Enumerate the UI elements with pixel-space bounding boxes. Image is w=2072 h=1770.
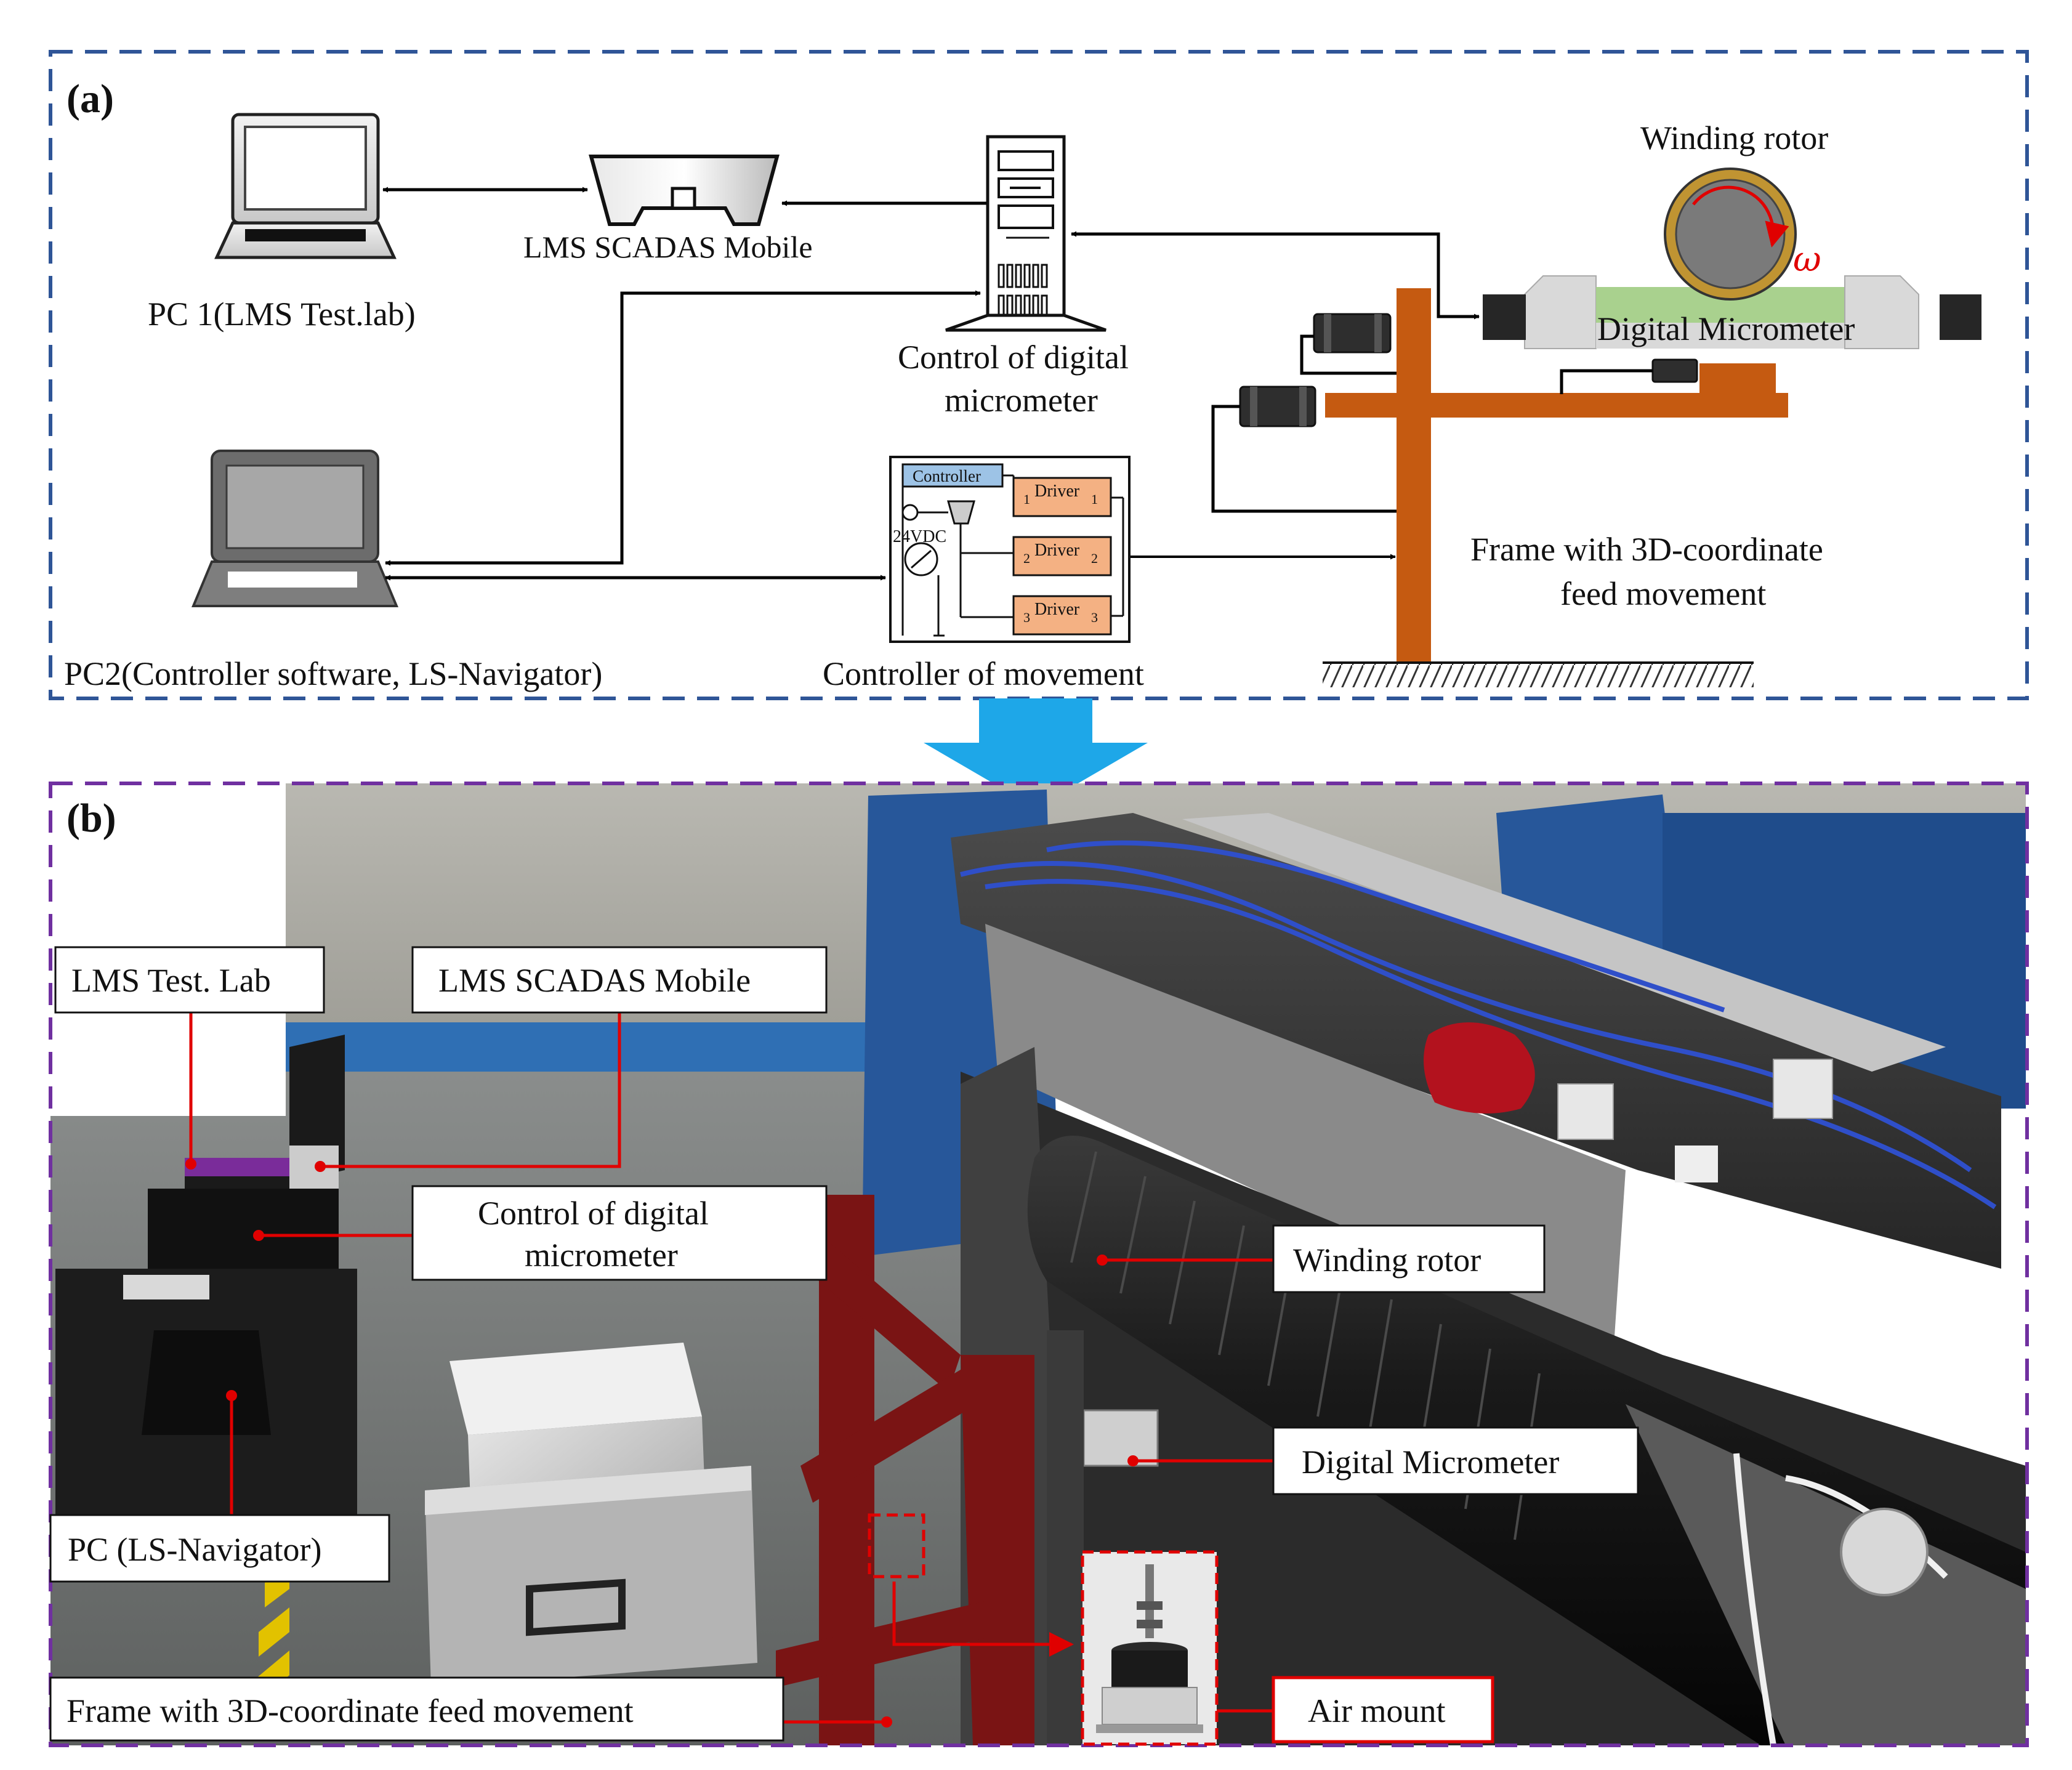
- callout-pc-ls-navigator: PC (LS-Navigator): [49, 1514, 390, 1583]
- digital-micrometer-label: Digital Micrometer: [1597, 310, 1855, 347]
- driver-1-name: Driver: [1034, 482, 1080, 501]
- sensor-1: [1313, 313, 1392, 354]
- panel-b: (b): [49, 782, 2029, 1747]
- controller-unit: [901, 463, 1004, 488]
- callout-lms-test-lab: LMS Test. Lab: [54, 946, 325, 1014]
- driver-3-pre: 3: [1023, 610, 1030, 625]
- control-label-line1: Control of digital: [898, 339, 1129, 376]
- callout-air-mount: Air mount: [1272, 1676, 1494, 1744]
- driver-3: 3 Driver 3: [1012, 595, 1112, 636]
- driver-1-post: 1: [1091, 491, 1098, 507]
- callout-winding-rotor-text: Winding rotor: [1293, 1242, 1481, 1279]
- transition-arrow: [924, 698, 1148, 808]
- callout-air-mount-text: Air mount: [1308, 1692, 1446, 1729]
- winding-rotor-label: Winding rotor: [1640, 119, 1828, 156]
- callout-lms-test-lab-text: LMS Test. Lab: [71, 962, 271, 999]
- callout-pc-text: PC (LS-Navigator): [68, 1531, 321, 1568]
- frame-diagram: [1323, 288, 1788, 687]
- callout-frame: Frame with 3D-coordinate feed movement: [49, 1676, 784, 1742]
- photo: [50, 783, 2026, 1746]
- omega-label: ω: [1793, 240, 1821, 280]
- panel-a-tag: (a): [67, 76, 114, 121]
- frame-label-line1: Frame with 3D-coordinate: [1470, 531, 1823, 568]
- pc1-laptop-icon: [214, 113, 397, 259]
- driver-2-name: Driver: [1034, 541, 1080, 560]
- callout-control-line1: Control of digital: [478, 1195, 709, 1232]
- callout-digital-micrometer: Digital Micrometer: [1272, 1426, 1639, 1495]
- driver-2: 2 Driver 2: [1012, 536, 1112, 576]
- scadas-label: LMS SCADAS Mobile: [523, 230, 813, 264]
- control-tower-icon: [945, 135, 1107, 332]
- callout-digital-micrometer-text: Digital Micrometer: [1302, 1444, 1559, 1481]
- controller-movement-label: Controller of movement: [823, 655, 1144, 692]
- panel-a: (a) PC 1(LMS Test.lab) LMS SCADAS Mobile: [49, 50, 2029, 700]
- panel-b-tag: (b): [67, 796, 116, 841]
- callout-lms-scadas-text: LMS SCADAS Mobile: [438, 962, 751, 999]
- controller-box: Controller 24VDC 1 Driver 1 2: [889, 456, 1131, 643]
- air-mount-marker: [868, 1513, 925, 1578]
- pc1-label: PC 1(LMS Test.lab): [148, 296, 416, 333]
- driver-2-pre: 2: [1023, 551, 1030, 566]
- driver-3-post: 3: [1091, 610, 1098, 625]
- frame-label-line2: feed movement: [1560, 575, 1766, 612]
- callout-frame-text: Frame with 3D-coordinate feed movement: [67, 1692, 634, 1729]
- callout-control-micrometer: Control of digital micrometer: [411, 1185, 828, 1281]
- panel-b-border: [49, 782, 2029, 1747]
- pc2-label: PC2(Controller software, LS-Navigator): [64, 655, 602, 692]
- driver-1: 1 Driver 1: [1012, 477, 1112, 517]
- arrow-micrometer-tower: [1071, 231, 1480, 320]
- driver-3-name: Driver: [1034, 600, 1080, 619]
- winding-rotor-icon: [1664, 168, 1797, 301]
- scadas-device-icon: [589, 155, 780, 226]
- sensor-3: [1651, 358, 1698, 383]
- sensor-2: [1239, 386, 1316, 427]
- arrow-pc2-tower: [385, 290, 981, 566]
- callout-lms-scadas: LMS SCADAS Mobile: [411, 946, 828, 1014]
- control-label-line2: micrometer: [945, 382, 1098, 419]
- callout-control-line2: micrometer: [525, 1237, 678, 1274]
- pc2-laptop-icon: [191, 450, 398, 607]
- driver-2-post: 2: [1091, 551, 1098, 566]
- callout-winding-rotor: Winding rotor: [1272, 1224, 1546, 1293]
- air-mount-inset: [1081, 1550, 1219, 1746]
- controller-unit-label: Controller: [913, 467, 981, 485]
- driver-1-pre: 1: [1023, 491, 1030, 507]
